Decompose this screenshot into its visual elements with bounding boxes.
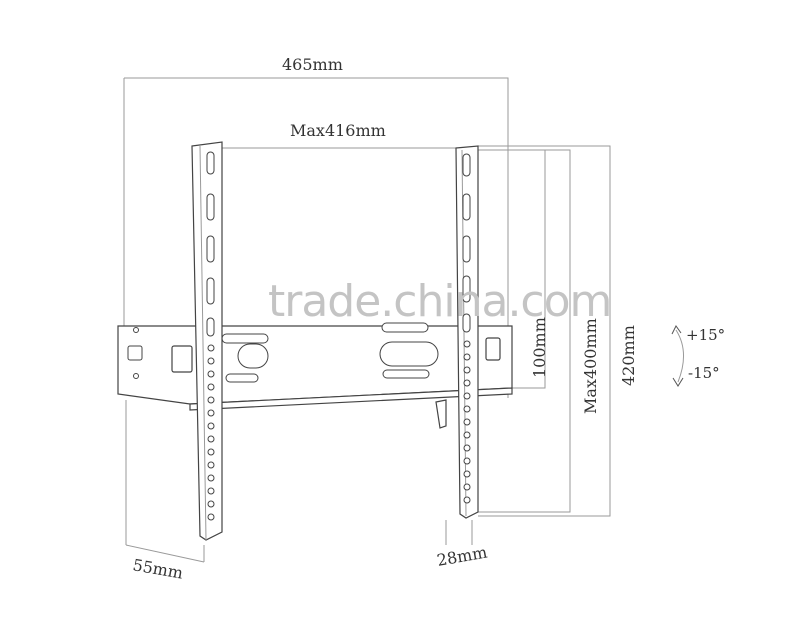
- tilt-indicator: [671, 325, 684, 387]
- overall-width-label: 465mm: [282, 55, 343, 74]
- left-arm-holes: [207, 344, 215, 521]
- overall-height-label: 420mm: [619, 325, 638, 386]
- watermark-text: trade.china.com: [268, 276, 611, 327]
- max-hole-width-label: Max416mm: [290, 121, 386, 140]
- plate-height-label: 100mm: [530, 317, 549, 378]
- arm-width-label: 28mm: [435, 542, 488, 570]
- tilt-down-label: -15°: [688, 364, 720, 382]
- tilt-up-label: +15°: [686, 326, 725, 344]
- right-vertical-arm: [455, 145, 479, 519]
- right-arm-holes: [463, 340, 471, 504]
- wall-plate: [117, 322, 513, 429]
- left-vertical-arm: [191, 141, 223, 541]
- dimension-guides: [123, 77, 611, 563]
- max-hole-height-label: Max400mm: [581, 318, 600, 414]
- depth-label: 55mm: [131, 555, 184, 583]
